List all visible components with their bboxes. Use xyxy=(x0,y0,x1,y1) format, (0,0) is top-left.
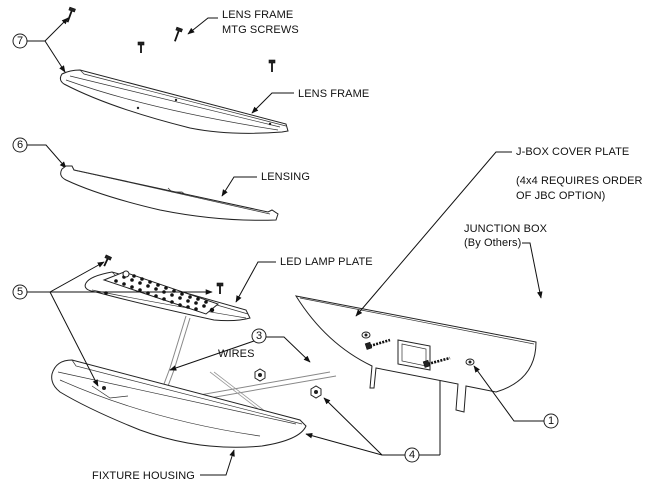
label-junction-box-2: (By Others) xyxy=(464,237,521,249)
callout-1: 1 xyxy=(548,415,554,427)
leader-4a xyxy=(323,397,405,456)
leader-lens-frame xyxy=(251,92,294,114)
leader-3a xyxy=(169,340,255,371)
fixture-housing-part xyxy=(51,359,307,448)
leader-led-lamp-plate xyxy=(235,261,276,303)
leader-6 xyxy=(27,144,67,169)
led-lamp-plate-part xyxy=(84,270,251,322)
leader-5c xyxy=(49,291,99,387)
label-fixture-housing: FIXTURE HOUSING xyxy=(92,470,195,482)
leader-junction-box xyxy=(522,242,543,299)
label-jbc-note-1: (4x4 REQUIRES ORDER xyxy=(516,175,643,187)
label-wires: WIRES xyxy=(218,348,255,360)
nut-left xyxy=(254,368,266,382)
label-lens-frame: LENS FRAME xyxy=(298,88,369,100)
label-lens-frame-mtg-screws-2: MTG SCREWS xyxy=(222,24,299,36)
leader-7a xyxy=(27,40,66,73)
label-lens-frame-mtg-screws-1: LENS FRAME xyxy=(222,9,293,21)
leader-4b xyxy=(305,432,383,456)
cover-plate-screw-right xyxy=(422,356,451,368)
leader-1 xyxy=(473,365,544,422)
leader-jbox-cover-plate xyxy=(355,151,512,317)
callout-7: 7 xyxy=(17,35,23,47)
label-led-lamp-plate: LED LAMP PLATE xyxy=(280,256,373,268)
callout-3-circle xyxy=(251,328,267,344)
cover-plate-screw-left xyxy=(364,338,391,350)
label-jbox-cover-plate: J-BOX COVER PLATE xyxy=(516,146,629,158)
plate-screw-right xyxy=(216,282,224,294)
leader-lens-frame-screws xyxy=(187,17,218,35)
lens-frame-part xyxy=(59,69,289,134)
lensing-part xyxy=(60,165,279,221)
callout-6: 6 xyxy=(17,139,23,151)
leader-fixture-housing xyxy=(200,449,235,476)
label-lensing: LENSING xyxy=(261,171,310,183)
leader-lensing xyxy=(221,176,257,197)
label-jbc-note-2: OF JBC OPTION) xyxy=(516,190,605,202)
plate-screw-left xyxy=(103,254,112,267)
callout-4: 4 xyxy=(409,449,415,461)
nut-right xyxy=(310,385,322,399)
leader-7b xyxy=(44,17,69,42)
jbox-cover-plate-part xyxy=(294,295,537,413)
label-junction-box-1: JUNCTION BOX xyxy=(464,223,548,235)
callout-5: 5 xyxy=(17,286,23,298)
leader-3b xyxy=(266,336,311,363)
callout-3: 3 xyxy=(256,330,262,342)
